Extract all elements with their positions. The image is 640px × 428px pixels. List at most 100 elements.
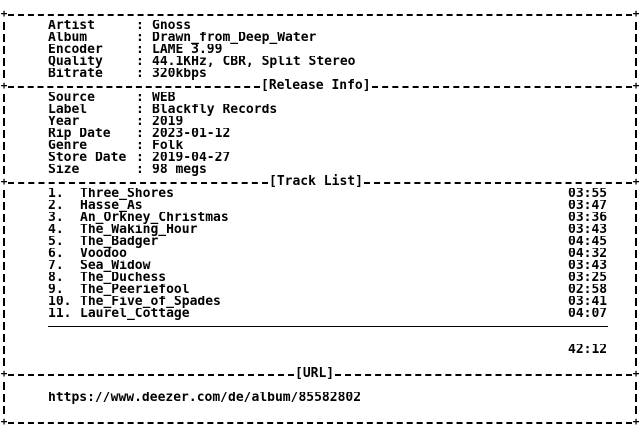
release-key: Store Date bbox=[48, 152, 127, 164]
release-row: Store Date : 2019-04-27 bbox=[0, 152, 640, 164]
total-row: 42:12 bbox=[0, 344, 640, 356]
header-value: LAME 3.99 bbox=[152, 44, 223, 56]
release-key: Genre bbox=[48, 140, 88, 152]
bottom-border: + + bbox=[0, 415, 640, 428]
track-number: 5. bbox=[48, 236, 64, 248]
release-key: Source bbox=[48, 92, 95, 104]
track-row: 11. Laurel_Cottage 04:07 bbox=[0, 308, 640, 320]
track-duration: 04:32 bbox=[568, 248, 608, 260]
header-row: Artist : Gnoss bbox=[0, 20, 640, 32]
release-row: Rip Date : 2023-01-12 bbox=[0, 128, 640, 140]
track-title: Hasse_As bbox=[80, 200, 143, 212]
section-title-track-list: [Track List] bbox=[269, 174, 363, 189]
track-title: Three_Shores bbox=[80, 188, 174, 200]
track-title: Laurel_Cottage bbox=[80, 308, 190, 320]
release-row: Label : Blackfly Records bbox=[0, 104, 640, 116]
colon: : bbox=[136, 116, 144, 128]
track-duration: 02:58 bbox=[568, 284, 608, 296]
track-row: 2. Hasse_As 03:47 bbox=[0, 200, 640, 212]
release-value: WEB bbox=[152, 92, 176, 104]
track-number: 11. bbox=[48, 308, 72, 320]
track-row: 10. The_Five_of_Spades 03:41 bbox=[0, 296, 640, 308]
track-duration: 03:47 bbox=[568, 200, 608, 212]
track-duration: 03:25 bbox=[568, 272, 608, 284]
track-duration: 04:45 bbox=[568, 236, 608, 248]
blank-row bbox=[0, 332, 640, 344]
track-number: 1. bbox=[48, 188, 64, 200]
track-row: 7. Sea_Widow 03:43 bbox=[0, 260, 640, 272]
track-title: The_Duchess bbox=[80, 272, 167, 284]
release-row: Year : 2019 bbox=[0, 116, 640, 128]
release-info-separator: + [Release Info] + bbox=[0, 78, 640, 93]
header-row: Album : Drawn_from_Deep_Water bbox=[0, 32, 640, 44]
release-key: Size bbox=[48, 164, 80, 176]
total-rule-row bbox=[0, 320, 640, 332]
blank-row bbox=[0, 404, 640, 416]
release-value: Folk bbox=[152, 140, 184, 152]
track-list-separator: + [Track List] + bbox=[0, 174, 640, 189]
top-border: + + bbox=[0, 8, 640, 20]
track-row: 1. Three_Shores 03:55 bbox=[0, 188, 640, 200]
header-value: 44.1KHz, CBR, Split Stereo bbox=[152, 56, 356, 68]
track-duration: 03:55 bbox=[568, 188, 608, 200]
header-key: Bitrate bbox=[48, 68, 103, 80]
header-row: Bitrate : 320kbps bbox=[0, 68, 640, 80]
release-value: 2023-01-12 bbox=[152, 128, 231, 140]
header-key: Artist bbox=[48, 20, 95, 32]
release-key: Label bbox=[48, 104, 88, 116]
header-key: Encoder bbox=[48, 44, 103, 56]
total-rule bbox=[48, 326, 608, 327]
corner-glyph: + bbox=[0, 7, 8, 20]
release-row: Size : 98 megs bbox=[0, 164, 640, 176]
header-key: Album bbox=[48, 32, 88, 44]
colon: : bbox=[136, 32, 144, 44]
blank-row bbox=[0, 356, 640, 368]
track-number: 8. bbox=[48, 272, 64, 284]
section-title-url: [URL] bbox=[295, 366, 335, 381]
track-title: The_Waking_Hour bbox=[80, 224, 198, 236]
colon: : bbox=[136, 140, 144, 152]
track-number: 6. bbox=[48, 248, 64, 260]
track-title: The_Badger bbox=[80, 236, 159, 248]
track-number: 10. bbox=[48, 296, 72, 308]
nfo-document: + + Artist : Gnoss Album : Drawn_from_De… bbox=[0, 8, 640, 428]
track-title: The_Five_of_Spades bbox=[80, 296, 221, 308]
track-row: 3. An_Orkney_Christmas 03:36 bbox=[0, 212, 640, 224]
release-value: 2019-04-27 bbox=[152, 152, 231, 164]
total-duration: 42:12 bbox=[568, 344, 608, 356]
url-separator: + [URL] + bbox=[0, 366, 640, 381]
track-title: Voodoo bbox=[80, 248, 127, 260]
release-row: Genre : Folk bbox=[0, 140, 640, 152]
colon: : bbox=[136, 128, 144, 140]
release-row: Source : WEB bbox=[0, 92, 640, 104]
header-row: Quality : 44.1KHz, CBR, Split Stereo bbox=[0, 56, 640, 68]
track-row: 5. The_Badger 04:45 bbox=[0, 236, 640, 248]
album-url: https://www.deezer.com/de/album/85582802 bbox=[48, 392, 362, 404]
track-row: 4. The_Waking_Hour 03:43 bbox=[0, 224, 640, 236]
track-number: 3. bbox=[48, 212, 64, 224]
release-key: Year bbox=[48, 116, 80, 128]
track-number: 9. bbox=[48, 284, 64, 296]
colon: : bbox=[136, 164, 144, 176]
colon: : bbox=[136, 104, 144, 116]
track-list-section: 1. Three_Shores 03:55 2. Hasse_As 03:47 … bbox=[0, 188, 640, 368]
track-duration: 03:43 bbox=[568, 224, 608, 236]
colon: : bbox=[136, 152, 144, 164]
track-number: 4. bbox=[48, 224, 64, 236]
header-section: Artist : Gnoss Album : Drawn_from_Deep_W… bbox=[0, 20, 640, 80]
colon: : bbox=[136, 56, 144, 68]
colon: : bbox=[136, 92, 144, 104]
colon: : bbox=[136, 20, 144, 32]
colon: : bbox=[136, 68, 144, 80]
release-info-section: Source : WEB Label : Blackfly Records Ye… bbox=[0, 92, 640, 176]
url-row: https://www.deezer.com/de/album/85582802 bbox=[0, 392, 640, 404]
url-section: https://www.deezer.com/de/album/85582802 bbox=[0, 380, 640, 416]
track-title: Sea_Widow bbox=[80, 260, 151, 272]
track-duration: 03:36 bbox=[568, 212, 608, 224]
track-row: 8. The_Duchess 03:25 bbox=[0, 272, 640, 284]
release-value: Blackfly Records bbox=[152, 104, 278, 116]
colon: : bbox=[136, 44, 144, 56]
section-title-release-info: [Release Info] bbox=[261, 78, 371, 93]
header-value: 320kbps bbox=[152, 68, 207, 80]
release-key: Rip Date bbox=[48, 128, 111, 140]
